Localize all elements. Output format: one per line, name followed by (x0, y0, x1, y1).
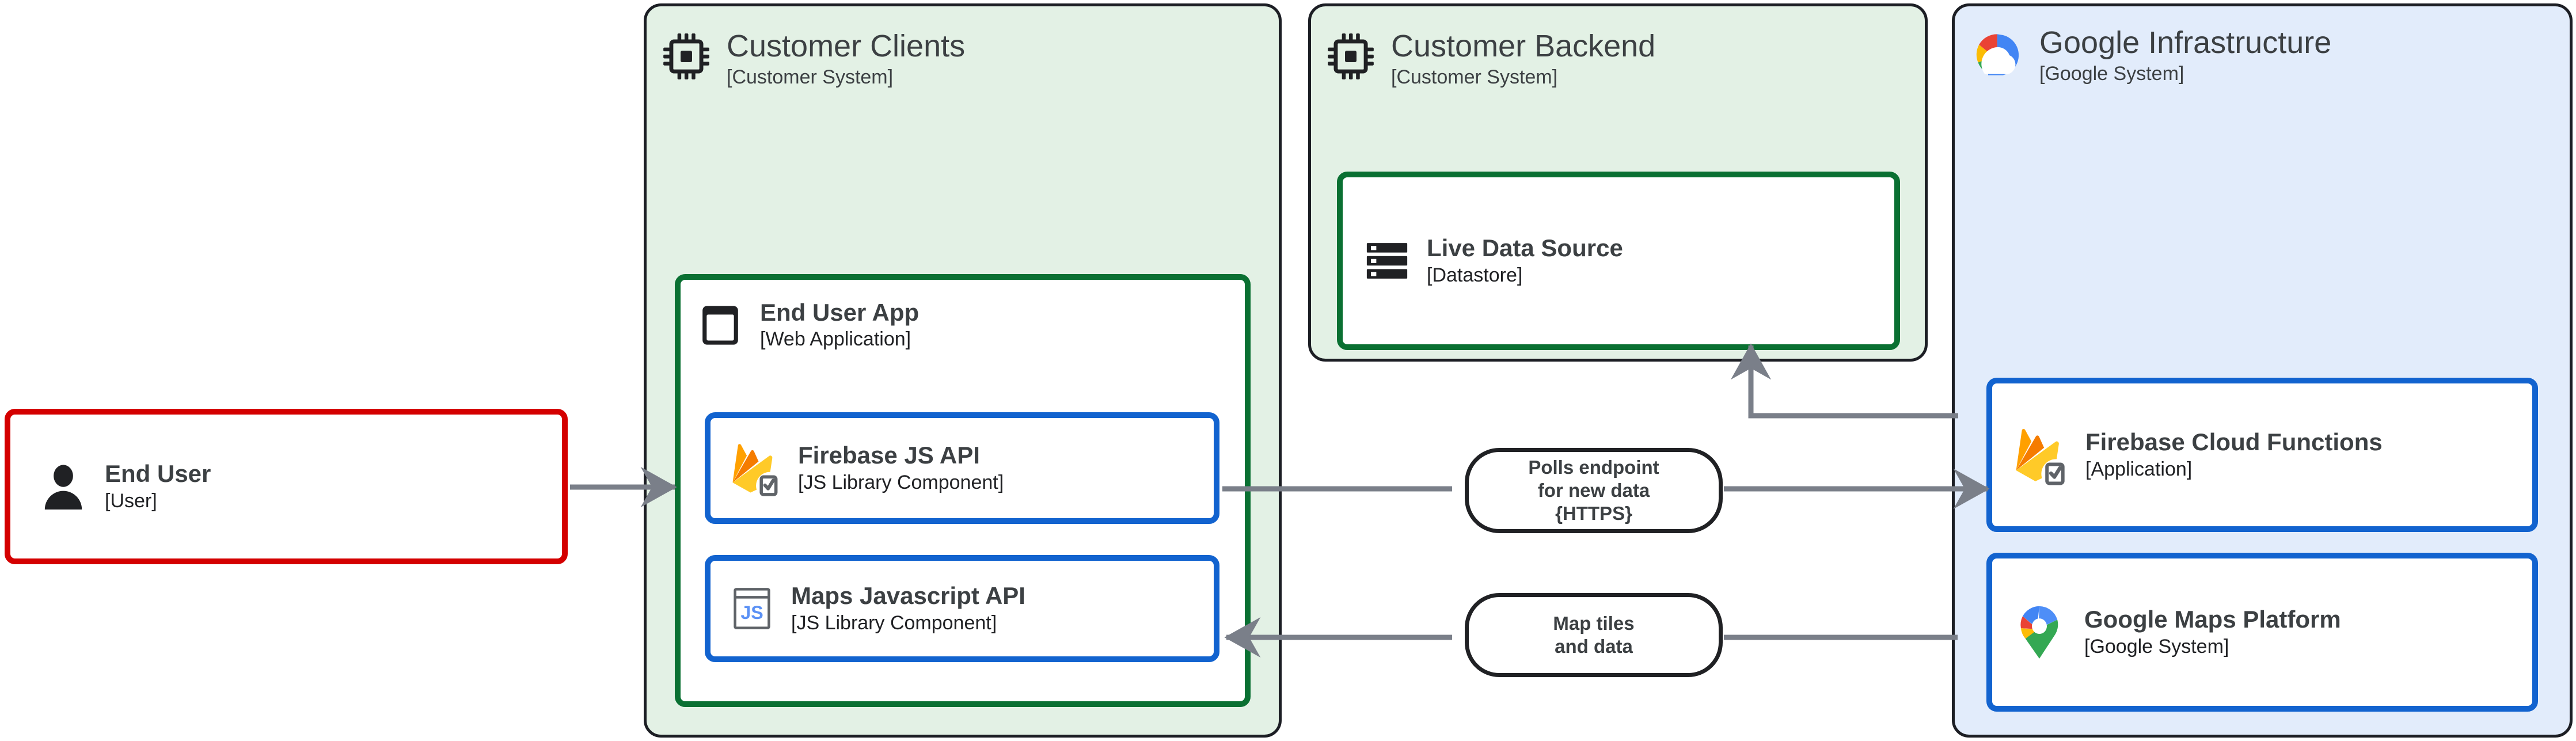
edge-label-line: Polls endpoint (1528, 456, 1659, 478)
node-title: Firebase Cloud Functions (2085, 428, 2383, 456)
person-icon (44, 465, 82, 510)
google-maps-pin-icon (2020, 606, 2058, 659)
boundary-customer-backend-header: Customer Backend [Customer System] (1324, 29, 1656, 89)
boundary-google-infrastructure-header: Google Infrastructure [Google System] (1968, 26, 2331, 85)
node-firebase-cloud-functions[interactable]: Firebase Cloud Functions [Application] (1986, 378, 2538, 532)
google-cloud-icon (1976, 34, 2019, 75)
boundary-subtitle: [Customer System] (1391, 66, 1558, 89)
chip-icon (663, 33, 709, 79)
node-live-data-source[interactable]: Live Data Source [Datastore] (1337, 172, 1900, 350)
edge-label-polls-endpoint: Polls endpoint for new data {HTTPS} (1465, 448, 1723, 533)
boundary-title: Google Infrastructure (2039, 25, 2332, 60)
datastore-icon (1366, 243, 1408, 279)
svg-text:JS: JS (740, 602, 763, 623)
boundary-subtitle: [Customer System] (727, 66, 894, 89)
node-title: Google Maps Platform (2084, 606, 2341, 633)
js-file-icon: JS (734, 588, 770, 629)
edge-label-line: {HTTPS} (1555, 503, 1632, 525)
edge-label-line: Map tiles (1553, 612, 1635, 634)
node-subtitle: [JS Library Component] (798, 471, 1004, 493)
firebase-icon (2016, 428, 2065, 485)
node-subtitle: [User] (105, 489, 157, 512)
node-title: End User App (760, 299, 920, 326)
node-title: Live Data Source (1427, 234, 1623, 262)
node-subtitle: [JS Library Component] (791, 611, 997, 634)
edge-label-map-tiles: Map tiles and data (1465, 593, 1723, 677)
node-title: Firebase JS API (798, 442, 980, 469)
node-title: End User (105, 460, 211, 488)
node-firebase-js-api[interactable]: Firebase JS API [JS Library Component] (705, 412, 1219, 524)
node-title: Maps Javascript API (791, 582, 1025, 610)
boundary-title: Customer Clients (727, 29, 966, 63)
node-subtitle: [Google System] (2084, 635, 2229, 658)
node-end-user[interactable]: End User [User] (5, 409, 568, 564)
node-subtitle: [Application] (2085, 458, 2193, 480)
edge-label-line: and data (1555, 636, 1633, 657)
edge-label-line: for new data (1537, 479, 1650, 501)
firebase-icon (732, 444, 778, 496)
boundary-title: Customer Backend (1391, 29, 1656, 63)
boundary-customer-clients-header: Customer Clients [Customer System] (660, 29, 966, 89)
node-subtitle: [Web Application] (760, 328, 911, 351)
browser-window-icon (702, 305, 738, 345)
node-google-maps-platform[interactable]: Google Maps Platform [Google System] (1986, 553, 2538, 712)
node-subtitle: [Datastore] (1427, 264, 1523, 286)
node-maps-javascript-api[interactable]: JS Maps Javascript API [JS Library Compo… (705, 555, 1219, 662)
boundary-subtitle: [Google System] (2039, 63, 2184, 85)
chip-icon (1328, 33, 1374, 79)
